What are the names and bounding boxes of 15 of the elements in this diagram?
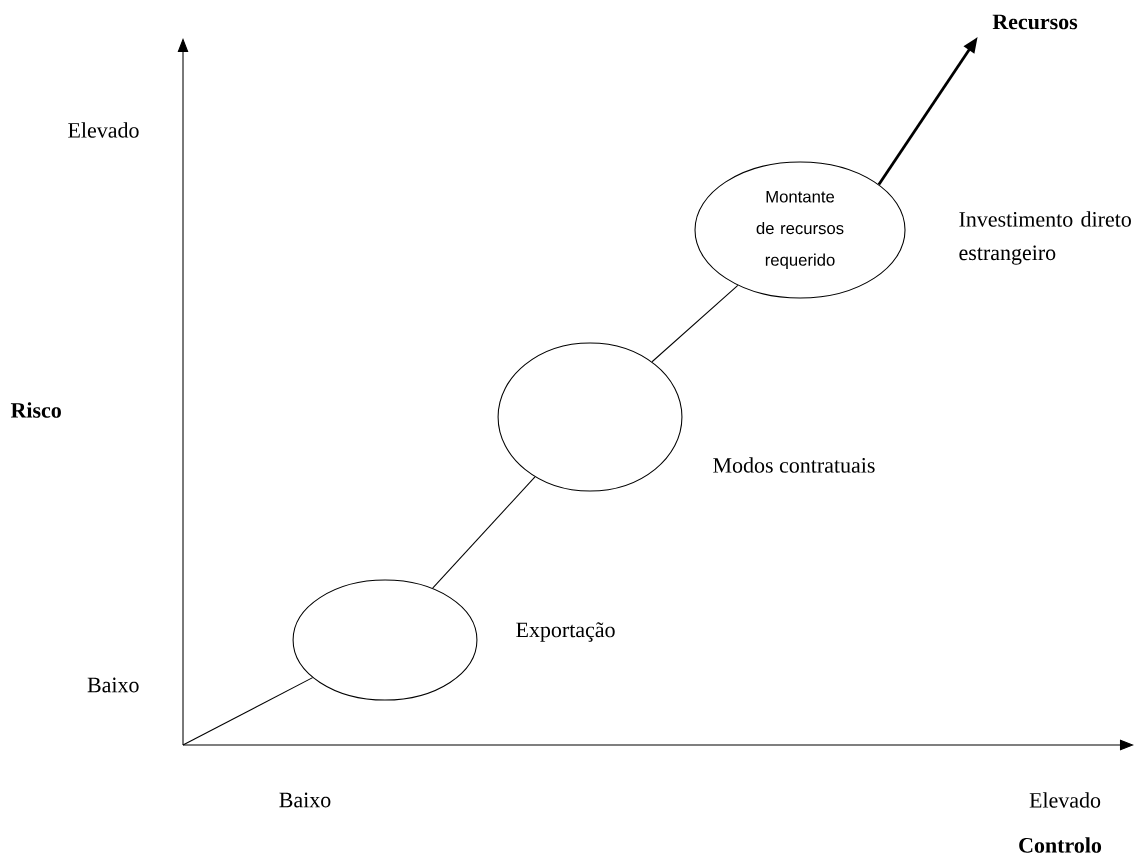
arrow-label: Recursos bbox=[992, 14, 1078, 30]
connector-line bbox=[651, 284, 739, 363]
circle bbox=[497, 342, 683, 492]
node-caption: Investimento direto estrangeiro bbox=[959, 211, 1131, 265]
node-caption: Modos contratuais bbox=[713, 457, 875, 473]
connector-line bbox=[182, 677, 314, 746]
circle bbox=[292, 579, 478, 701]
axis-label: Elevado bbox=[68, 122, 139, 138]
axis-label: Baixo bbox=[87, 677, 139, 693]
axis-title: Risco bbox=[10, 402, 61, 418]
node-caption: Exportação bbox=[516, 622, 615, 642]
axis-label: Elevado bbox=[1029, 792, 1101, 808]
axis-label: Baixo bbox=[279, 792, 331, 808]
axis-title: Controlo bbox=[1019, 837, 1102, 853]
connector-line bbox=[432, 476, 536, 589]
